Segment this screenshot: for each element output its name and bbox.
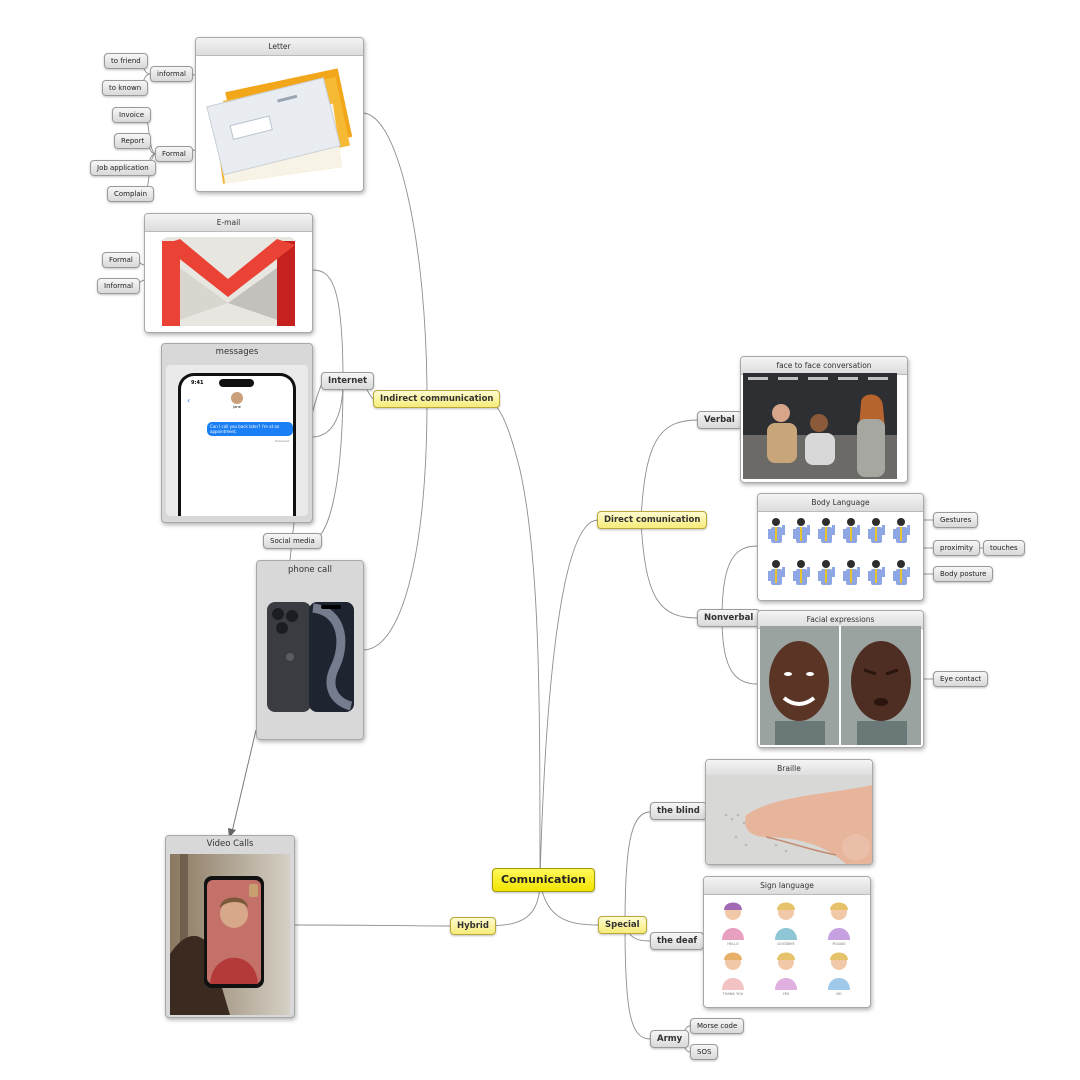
branch-direct-communication[interactable]: Direct comunication	[597, 511, 708, 529]
gestures-node[interactable]: Gestures	[933, 512, 979, 528]
body-language-figures	[764, 515, 917, 594]
army-node[interactable]: Army	[650, 1030, 690, 1048]
letter-report[interactable]: Report	[114, 133, 152, 149]
letter-card[interactable]: Letter	[195, 37, 364, 192]
sign-caption-yes: YES	[782, 992, 790, 996]
letter-complain[interactable]: Complain	[107, 186, 155, 202]
envelopes-image	[202, 59, 357, 185]
letter-invoice[interactable]: Invoice	[112, 107, 152, 123]
braille-photo	[706, 775, 872, 864]
phone-call-title: phone call	[257, 561, 363, 601]
back-chevron-icon[interactable]: ‹	[187, 396, 191, 405]
facial-expressions-card[interactable]: Facial expressions	[757, 610, 924, 748]
sos-node[interactable]: SOS	[690, 1044, 719, 1060]
email-card[interactable]: E-mail	[144, 213, 313, 333]
sign-caption-thank-you: THANK YOU	[722, 992, 744, 996]
letter-to-friend[interactable]: to friend	[104, 53, 148, 69]
sign-language-figures: HELLO GOODBYE PLEASE THANK YOU YES NO	[710, 898, 864, 1001]
internet-node[interactable]: Internet	[321, 372, 375, 390]
delivered-status: Delivered	[274, 439, 289, 443]
iphone-image	[265, 602, 355, 713]
the-deaf-node[interactable]: the deaf	[650, 932, 705, 950]
the-blind-node[interactable]: the blind	[650, 802, 707, 820]
email-title: E-mail	[145, 214, 312, 232]
social-media-node[interactable]: Social media	[263, 533, 322, 549]
letter-formal[interactable]: Formal	[155, 146, 193, 162]
morse-code-node[interactable]: Morse code	[690, 1018, 745, 1034]
body-language-title: Body Language	[758, 494, 923, 512]
phone-messages-image: 9:41 ‹ Jane Can I call you back later? I…	[166, 365, 308, 516]
email-formal[interactable]: Formal	[102, 252, 140, 268]
messages-title: messages	[162, 344, 312, 361]
letter-title: Letter	[196, 38, 363, 56]
sign-caption-hello: HELLO	[727, 942, 739, 946]
video-call-image	[170, 854, 290, 1015]
verbal-node[interactable]: Verbal	[697, 411, 742, 429]
letter-to-known[interactable]: to known	[102, 80, 149, 96]
faces-photo	[760, 626, 921, 745]
letter-informal[interactable]: informal	[150, 66, 193, 82]
face-to-face-card[interactable]: face to face conversation	[740, 356, 908, 483]
letter-job-application[interactable]: Job application	[90, 160, 156, 176]
video-calls-title: Video Calls	[166, 836, 294, 853]
sign-language-card[interactable]: Sign language HELLO GOODBYE PLEASE THANK…	[703, 876, 871, 1008]
nonverbal-node[interactable]: Nonverbal	[697, 609, 761, 627]
eye-contact-node[interactable]: Eye contact	[933, 671, 989, 687]
branch-special[interactable]: Special	[598, 916, 647, 934]
sign-language-title: Sign language	[704, 877, 870, 895]
body-posture-node[interactable]: Body posture	[933, 566, 994, 582]
messages-card[interactable]: messages 9:41 ‹ Jane Can I call you back…	[161, 343, 313, 523]
phone-call-card[interactable]: phone call	[256, 560, 364, 740]
conversation-photo	[743, 373, 897, 479]
contact-name: Jane	[233, 405, 241, 409]
sign-caption-no: NO	[836, 992, 842, 996]
video-calls-card[interactable]: Video Calls	[165, 835, 295, 1018]
gmail-icon	[160, 235, 297, 326]
branch-hybrid[interactable]: Hybrid	[450, 917, 496, 935]
touches-node[interactable]: touches	[983, 540, 1025, 556]
status-time: 9:41	[191, 380, 204, 386]
proximity-node[interactable]: proximity	[933, 540, 980, 556]
email-informal[interactable]: Informal	[97, 278, 141, 294]
braille-card[interactable]: Braille	[705, 759, 873, 865]
sign-caption-goodbye: GOODBYE	[777, 942, 795, 946]
sign-caption-please: PLEASE	[832, 942, 846, 946]
root-topic[interactable]: Comunication	[492, 868, 595, 892]
body-language-card[interactable]: Body Language	[757, 493, 924, 601]
message-bubble: Can I call you back later? I'm at an app…	[207, 422, 293, 436]
branch-indirect-communication[interactable]: Indirect communication	[373, 390, 501, 408]
contact-avatar[interactable]	[231, 392, 243, 404]
